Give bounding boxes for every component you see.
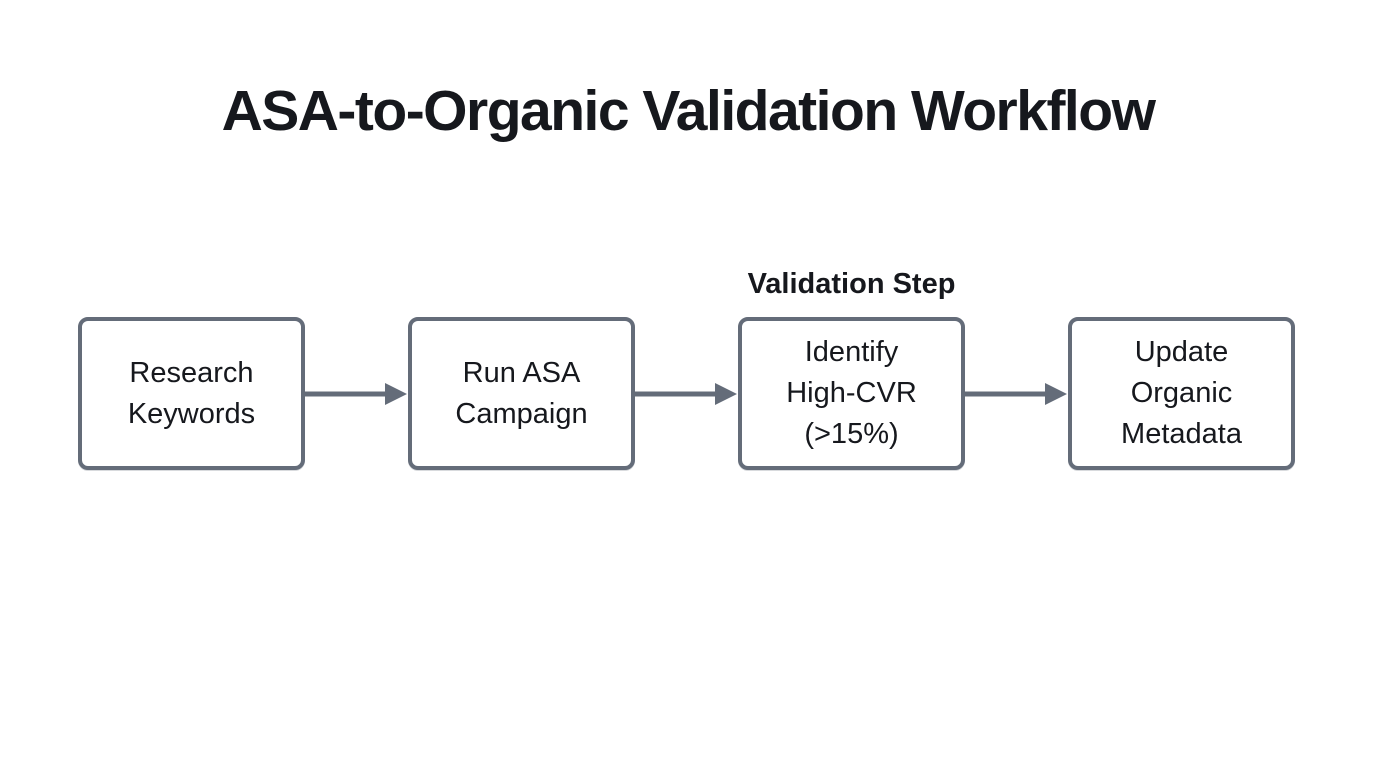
node-update-organic-metadata-wrap: Update Organic Metadata — [1068, 317, 1295, 470]
connector-1 — [305, 379, 408, 409]
page-title: ASA-to-Organic Validation Workflow — [221, 79, 1156, 143]
arrow-right-icon — [965, 382, 1067, 405]
validation-step-annotation: Validation Step — [747, 268, 956, 300]
arrow-right-icon — [305, 382, 407, 405]
node-identify-high-cvr-wrap: Validation Step Identify High-CVR (>15%) — [738, 268, 965, 470]
node-research-keywords-wrap: Research Keywords — [78, 317, 305, 470]
workflow-flow: Research Keywords Run ASA Campaign Valid… — [78, 268, 1295, 470]
connector-2 — [635, 379, 738, 409]
node-update-organic-metadata: Update Organic Metadata — [1068, 317, 1295, 470]
arrow-right-icon — [635, 382, 737, 405]
connector-3 — [965, 379, 1068, 409]
node-run-asa-campaign: Run ASA Campaign — [408, 317, 635, 470]
node-identify-high-cvr: Identify High-CVR (>15%) — [738, 317, 965, 470]
node-run-asa-campaign-wrap: Run ASA Campaign — [408, 317, 635, 470]
node-research-keywords: Research Keywords — [78, 317, 305, 470]
